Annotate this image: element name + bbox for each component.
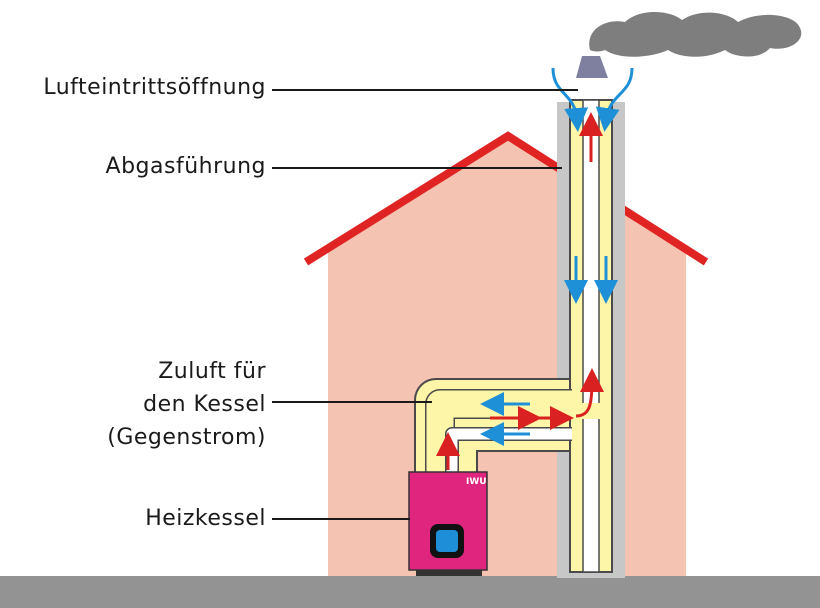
label-boiler: Heizkessel [145,506,266,531]
label-supply-line1: Zuluft für [158,359,266,384]
house-wall [328,138,686,578]
boiler-flame [436,530,458,552]
ground [0,576,820,608]
exhaust-flow-arrows [436,112,604,470]
chimney-cap [576,56,608,78]
label-supply-line3: (Gegenstrom) [107,425,266,450]
label-exhaust: Abgasführung [105,154,266,179]
leader-lines [272,89,578,520]
roof [303,131,709,266]
air-flow-arrows [480,67,634,446]
label-air-inlet: Lufteintrittsöffnung [43,75,266,100]
smoke-cloud [589,12,802,57]
boiler-base [416,570,482,576]
boiler-brand-label: IWU [466,477,487,487]
label-supply-line2: den Kessel [143,392,266,417]
